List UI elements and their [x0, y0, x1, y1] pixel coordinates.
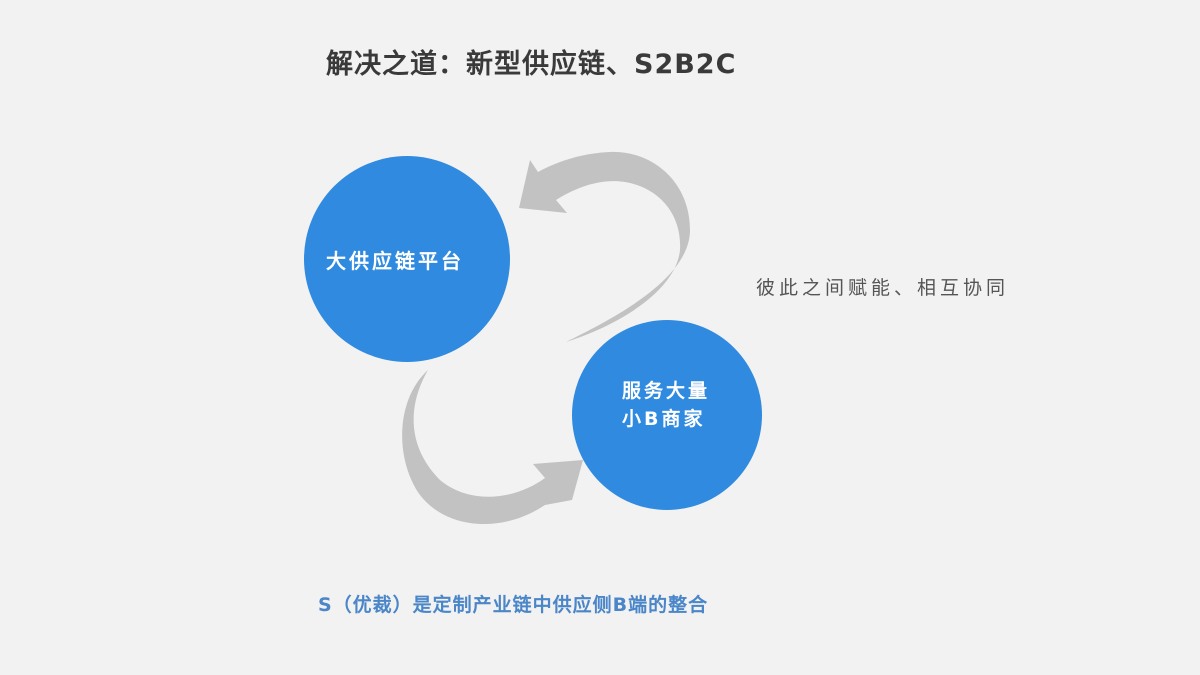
curved-arrow-left-icon: [519, 151, 690, 342]
footer-caption: S（优裁）是定制产业链中供应侧B端的整合: [318, 594, 709, 616]
page-title: 解决之道：新型供应链、S2B2C: [326, 49, 737, 80]
curved-arrow-right-icon: [402, 370, 583, 525]
merchants-label: 服务大量 小B商家: [622, 377, 710, 433]
merchants-label-line1: 服务大量: [622, 380, 711, 402]
platform-label: 大供应链平台: [326, 249, 464, 273]
merchants-label-line2: 小B商家: [622, 408, 706, 430]
merchants-circle: [572, 320, 762, 510]
side-note: 彼此之间赋能、相互协同: [756, 277, 1010, 299]
platform-circle: [304, 156, 510, 362]
